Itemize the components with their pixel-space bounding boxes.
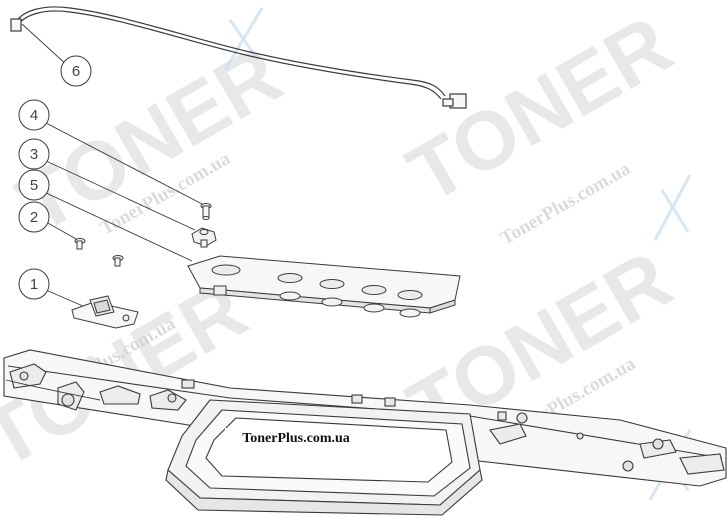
watermark-brand-2: TONER — [394, 0, 687, 221]
callout-5: 5 — [18, 169, 193, 262]
button-board-part-5 — [187, 255, 461, 318]
source-banner: TonerPlus.com.ua — [225, 428, 367, 450]
callout-label-5: 5 — [30, 177, 38, 194]
leader-line-6 — [21, 23, 69, 67]
callout-circle-3 — [18, 138, 50, 170]
callout-label-2: 2 — [30, 209, 38, 226]
callout-circle-1 — [18, 268, 50, 300]
left-panel-arc — [5, 379, 101, 401]
callout-label-3: 3 — [30, 146, 38, 163]
leader-line-3 — [43, 159, 196, 231]
callout-6: 6 — [21, 23, 92, 87]
callout-circle-2 — [18, 201, 50, 233]
sensor-board-part-1 — [71, 295, 139, 329]
callout-circle-5 — [18, 169, 50, 201]
watermark-mark-2 — [653, 174, 692, 241]
callout-label-6: 6 — [72, 63, 80, 80]
screw-part-2 — [74, 238, 124, 267]
callout-label-4: 4 — [30, 107, 38, 124]
callout-circle-6 — [60, 55, 92, 87]
callout-1: 1 — [18, 268, 93, 311]
bracket-part-3 — [191, 227, 217, 248]
source-banner-text: TonerPlus.com.ua — [242, 431, 350, 446]
callout-2: 2 — [18, 201, 79, 241]
cable-part — [10, 6, 467, 109]
screw-part-4 — [200, 203, 212, 220]
callout-label-1: 1 — [30, 276, 38, 293]
callout-4: 4 — [18, 99, 205, 206]
leader-line-5 — [43, 191, 193, 262]
leader-line-4 — [43, 121, 205, 206]
leader-line-2 — [45, 221, 79, 241]
callout-3: 3 — [18, 138, 196, 231]
callout-circle-4 — [18, 99, 50, 131]
